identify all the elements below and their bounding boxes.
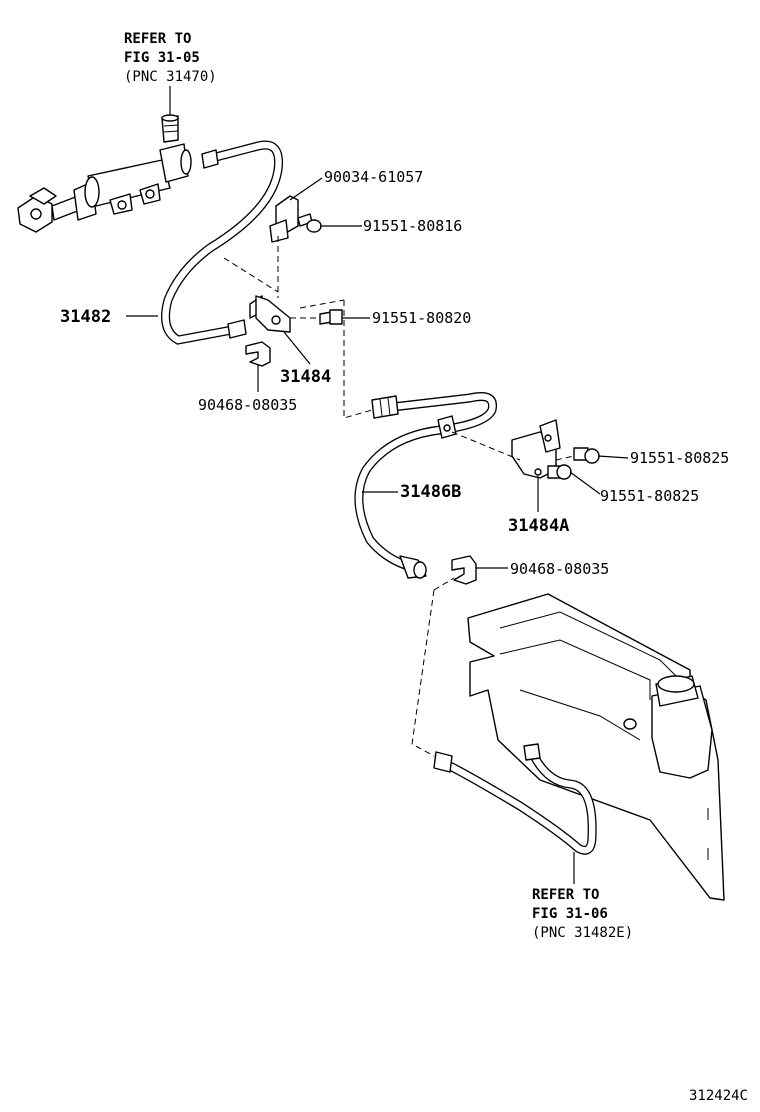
clip-90468-08035-upper-illustration — [245, 341, 271, 367]
figure-code: 312424C — [689, 1088, 748, 1104]
part-label-31484: 31484 — [280, 367, 331, 387]
part-labels: 90034-61057 91551-80816 91551-80820 3148… — [60, 168, 729, 578]
ref-bottom: REFER TO FIG 31-06 (PNC 31482E) — [532, 887, 633, 941]
tube-31482-illustration — [161, 140, 284, 345]
frame-assembly-illustration — [467, 593, 725, 901]
part-label-90468-08035-upper: 90468-08035 — [198, 396, 297, 414]
part-label-90034-61057: 90034-61057 — [324, 168, 423, 186]
ref-top-line2: FIG 31-05 — [124, 50, 200, 66]
clip-90468-08035-lower-illustration — [451, 555, 477, 585]
part-label-31482: 31482 — [60, 307, 111, 327]
bolt-91551-80825-a-illustration — [573, 447, 600, 464]
bolt-91551-80825-b-illustration — [547, 464, 572, 480]
leader-lines — [126, 177, 629, 884]
ref-bottom-line3: (PNC 31482E) — [532, 925, 633, 941]
part-label-91551-80825-b: 91551-80825 — [600, 487, 699, 505]
ref-top: REFER TO FIG 31-05 (PNC 31470) — [124, 31, 217, 118]
part-label-91551-80825-a: 91551-80825 — [630, 449, 729, 467]
bolt-91551-80816-illustration — [297, 213, 322, 233]
clamp-90034-61057-illustration — [269, 195, 299, 243]
ref-top-line1: REFER TO — [124, 31, 191, 47]
ref-top-line3: (PNC 31470) — [124, 69, 217, 85]
part-label-91551-80820: 91551-80820 — [372, 309, 471, 327]
ref-bottom-line2: FIG 31-06 — [532, 906, 608, 922]
part-label-31486B: 31486B — [400, 482, 461, 502]
part-label-91551-80816: 91551-80816 — [363, 217, 462, 235]
tube-lower-illustration — [433, 743, 597, 855]
part-label-31484A: 31484A — [508, 516, 569, 536]
hose-31486B-illustration — [354, 392, 497, 579]
ref-bottom-line1: REFER TO — [532, 887, 599, 903]
bracket-31484-illustration — [249, 295, 291, 333]
part-label-90468-08035-lower: 90468-08035 — [510, 560, 609, 578]
master-cylinder-illustration — [17, 114, 192, 233]
assembly-lines — [223, 236, 575, 757]
bolt-91551-80820-illustration — [319, 309, 343, 325]
